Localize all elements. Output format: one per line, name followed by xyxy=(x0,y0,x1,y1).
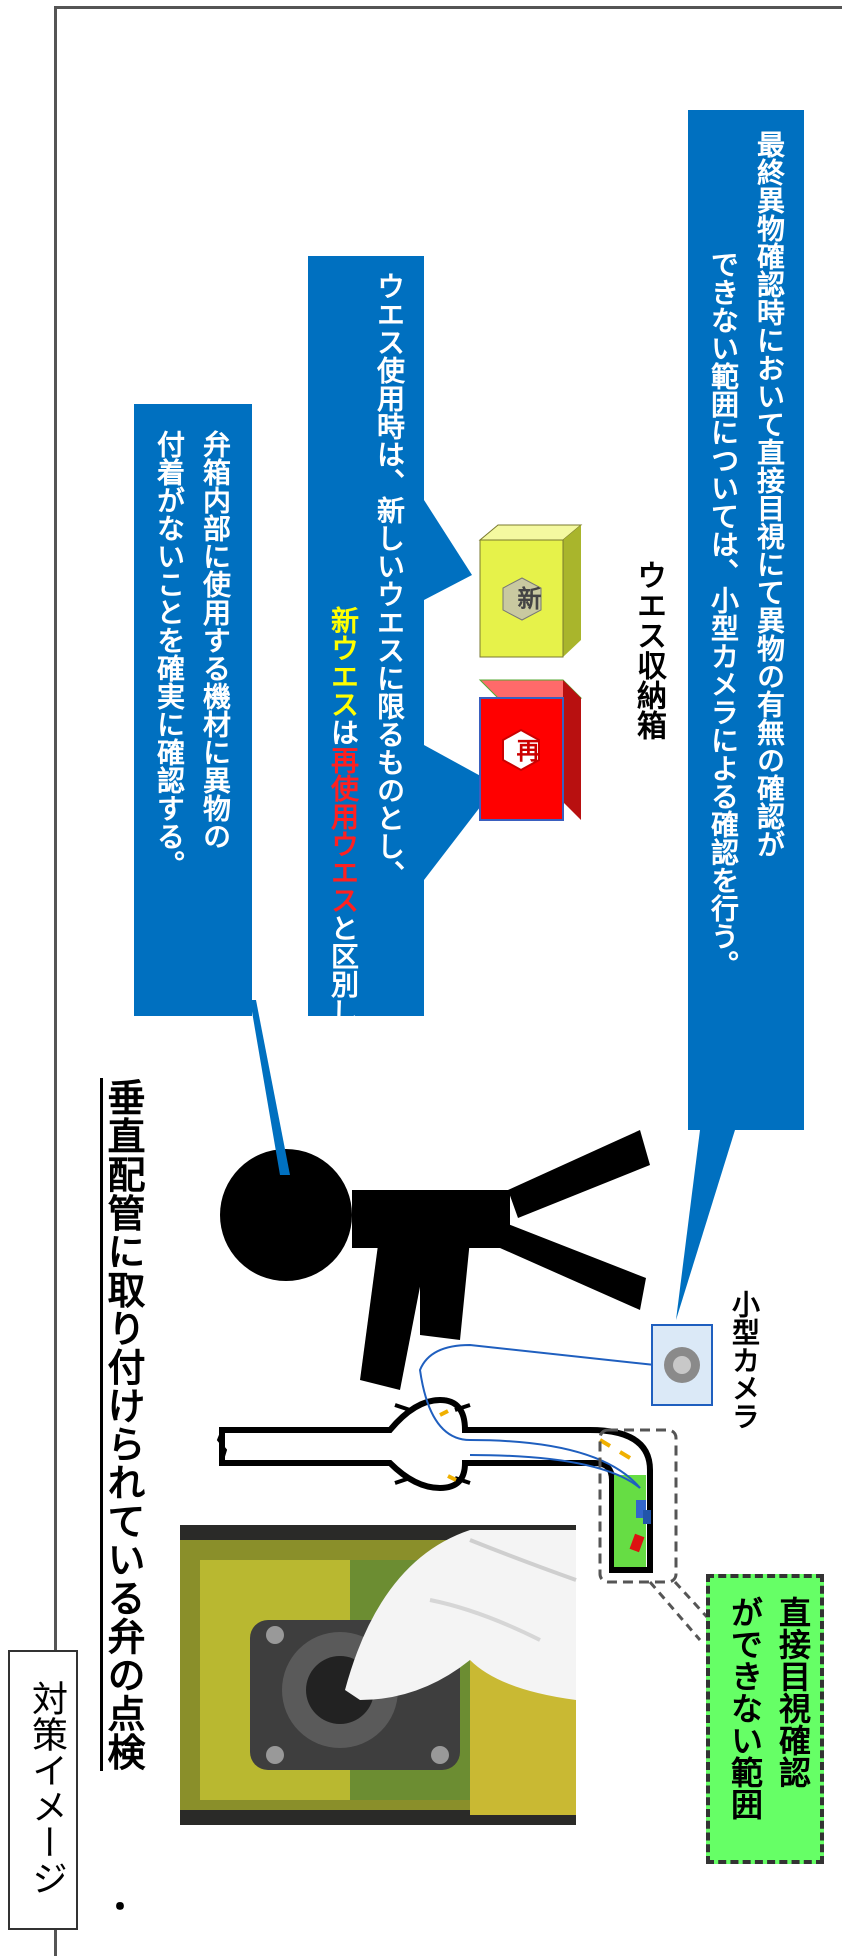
page-title: 垂直配管に取り付けられている弁の点検 xyxy=(101,1078,145,1771)
valve-photo xyxy=(180,1525,577,1825)
camera-label: 小型カメラ xyxy=(728,1290,761,1430)
callout-valve-line1: 弁箱内部に使用する機材に異物の xyxy=(199,430,232,850)
callout-final-check xyxy=(688,110,804,1130)
callout-final-line1: 最終異物確認時において直接目視にて異物の有無の確認が xyxy=(753,130,786,858)
callout-valve-line2: 付着がないことを確実に確認する。 xyxy=(153,430,186,878)
highlight-new-rag: 新ウエス xyxy=(327,606,360,718)
callout-pointer xyxy=(424,745,497,880)
callout-final-line2: できない範囲については、小型カメラによる確認を行う。 xyxy=(707,250,740,978)
rag-text-end: と区別して管理する。 xyxy=(327,914,360,1194)
new-rag-box xyxy=(478,524,583,658)
camera-icon xyxy=(651,1324,713,1406)
blind-zone-line2: ができない範囲 xyxy=(726,1596,764,1820)
callout-pointer xyxy=(424,500,472,600)
worker-figure xyxy=(220,1130,650,1390)
callout-blind-zone xyxy=(706,1574,824,1864)
rag-text-mid: は xyxy=(327,718,360,746)
new-box-mark: 新 xyxy=(513,586,541,610)
rag-box-label: ウエス収納箱 xyxy=(631,560,666,740)
reused-rag-box xyxy=(478,679,583,821)
section-label-box xyxy=(8,1650,78,1930)
content-frame xyxy=(54,6,842,1956)
callout-rag-line1: ウエス使用時は、新しいウエスに限るものとし、 xyxy=(373,272,406,888)
blind-zone-line1: 直接目視確認 xyxy=(774,1596,812,1788)
callout-pointer xyxy=(250,1000,290,1175)
camera-cable xyxy=(418,1343,656,1489)
pipe xyxy=(216,1396,653,1573)
reused-box-mark: 再 xyxy=(512,738,540,762)
callout-rag-line2: 新ウエスは再使用ウエスと区別して管理する。 xyxy=(320,606,366,1194)
callout-valve-inspection xyxy=(134,404,252,1016)
blind-zone-outline xyxy=(598,1428,678,1584)
callout-rag-usage xyxy=(308,256,424,1016)
callout-pointer xyxy=(676,1130,735,1320)
heading-bullet: ・ xyxy=(99,1890,137,1922)
highlight-reused-rag: 再使用ウエス xyxy=(327,746,360,914)
section-label: 対策イメージ xyxy=(26,1680,67,1896)
